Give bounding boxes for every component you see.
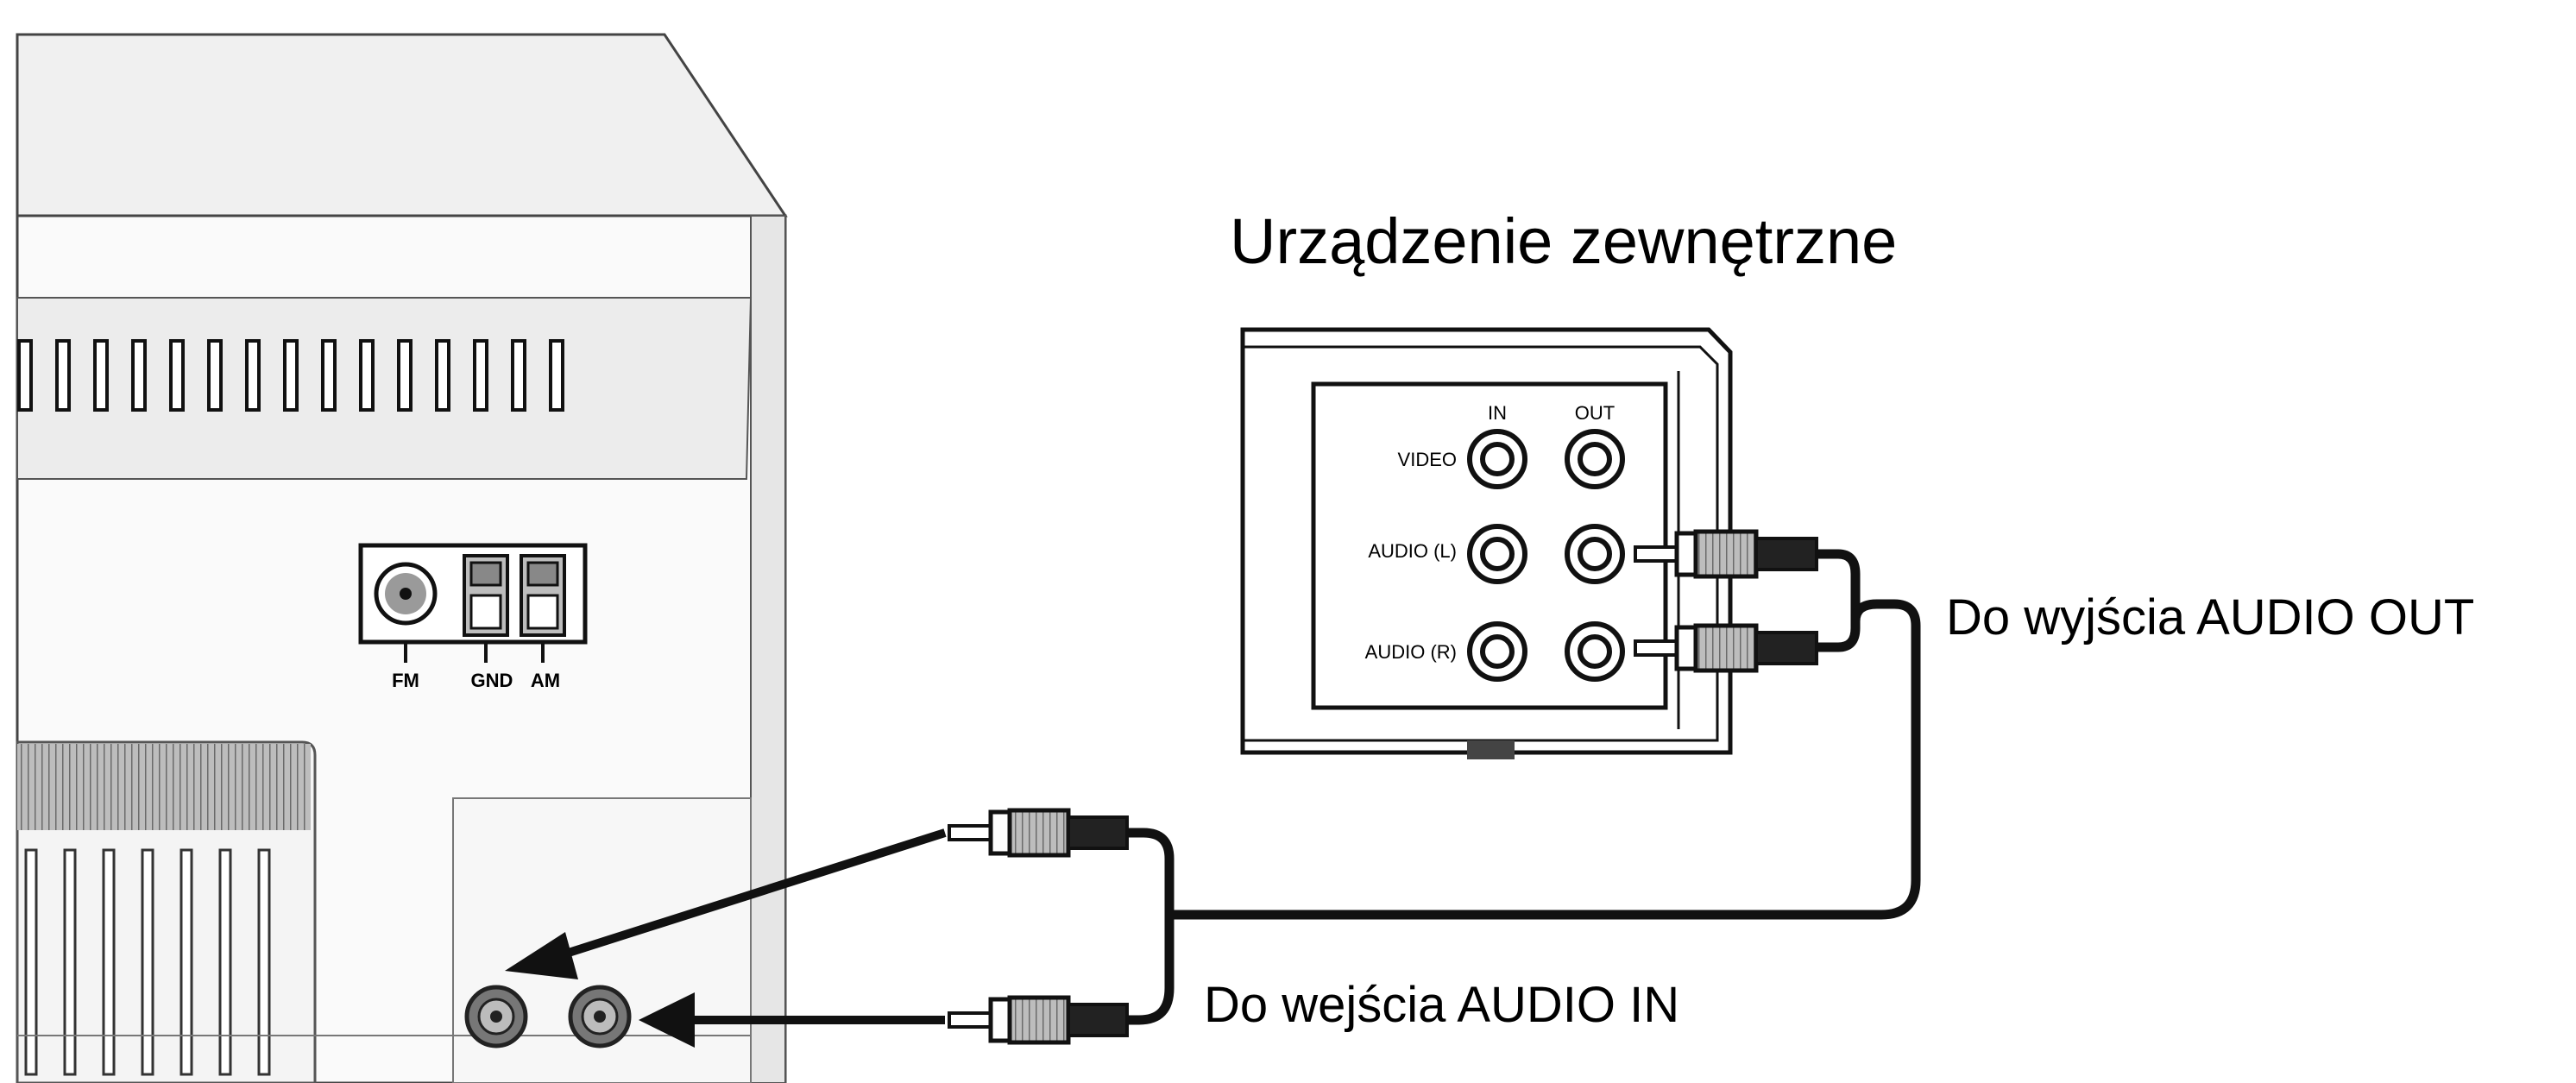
audio-r-out-jack[interactable] — [1565, 621, 1625, 682]
upper-vent-slots — [17, 339, 564, 412]
rca-cable — [1126, 549, 1921, 1025]
upper-recess — [16, 297, 753, 480]
am-label: AM — [531, 670, 560, 691]
audio-l-in-jack[interactable] — [1467, 524, 1527, 584]
rca-plug-aux-in-lower — [948, 995, 1129, 1045]
main-unit: FM GND AM — [16, 33, 788, 1083]
fm-label: FM — [392, 670, 419, 691]
rca-plug-audio-l-out — [1634, 529, 1818, 579]
aux-input-jack-right[interactable] — [568, 985, 632, 1048]
heatsink-grille — [16, 740, 317, 1083]
antenna-terminals: FM GND AM — [358, 543, 588, 691]
audio-out-callout: Do wyjścia AUDIO OUT — [1946, 589, 2474, 645]
arrow-to-right-jack — [639, 992, 945, 1048]
rca-plug-audio-r-out — [1634, 623, 1818, 673]
rca-plug-aux-in-upper — [948, 808, 1129, 858]
video-row-label: VIDEO — [1398, 449, 1457, 470]
main-unit-side-edge — [750, 215, 786, 1083]
main-unit-top-face — [16, 33, 788, 217]
external-device: IN OUT VIDEO AUDIO (L) AUDIO (R) — [1240, 327, 1733, 759]
audio-l-out-jack[interactable] — [1565, 524, 1625, 584]
arrow-to-left-jack — [505, 828, 947, 979]
gnd-label: GND — [471, 670, 513, 691]
audio-r-row-label: AUDIO (R) — [1365, 641, 1457, 663]
external-device-title: Urządzenie zewnętrzne — [1230, 205, 1897, 277]
audio-r-in-jack[interactable] — [1467, 621, 1527, 682]
aux-input-jack-left[interactable] — [464, 985, 528, 1048]
audio-l-row-label: AUDIO (L) — [1368, 540, 1457, 562]
video-in-jack[interactable] — [1467, 429, 1527, 489]
audio-in-callout: Do wejścia AUDIO IN — [1204, 977, 1679, 1033]
out-header: OUT — [1575, 402, 1615, 424]
in-header: IN — [1488, 402, 1507, 424]
video-out-jack[interactable] — [1565, 429, 1625, 489]
